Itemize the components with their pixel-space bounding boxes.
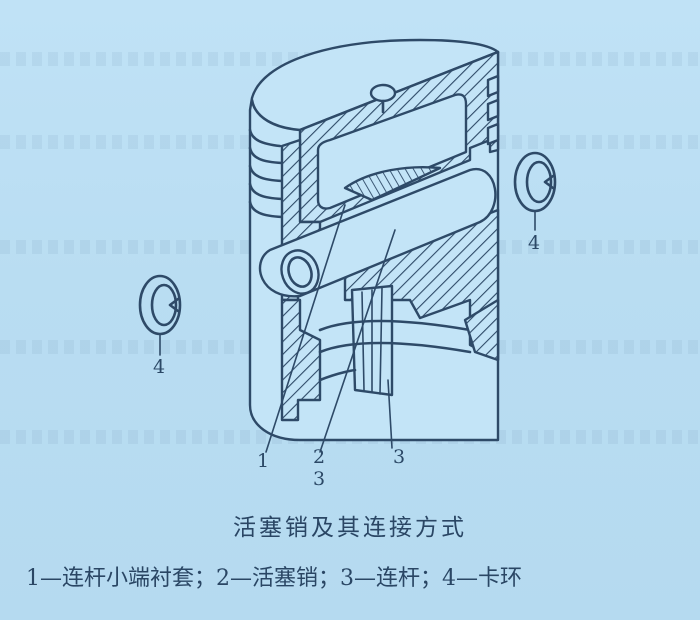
callout-2-subscript: 3 (313, 468, 326, 490)
callout-4-right: 4 (528, 232, 541, 254)
callout-4-left: 4 (153, 356, 166, 378)
connecting-rod (343, 165, 442, 397)
leader-lines (265, 204, 396, 453)
figure-title: 活塞销及其连接方式 (233, 515, 467, 541)
snap-ring-left (138, 274, 182, 356)
ring-grooves (248, 128, 284, 219)
snap-ring-right (513, 151, 557, 231)
piston (248, 38, 500, 442)
figure-legend: 1—连杆小端衬套；2—活塞销；3—连杆；4—卡环 (26, 566, 522, 591)
piston-pin (258, 167, 497, 298)
callout-3: 3 (393, 446, 406, 468)
callout-1: 1 (257, 450, 270, 472)
callout-2: 2 (313, 446, 326, 468)
